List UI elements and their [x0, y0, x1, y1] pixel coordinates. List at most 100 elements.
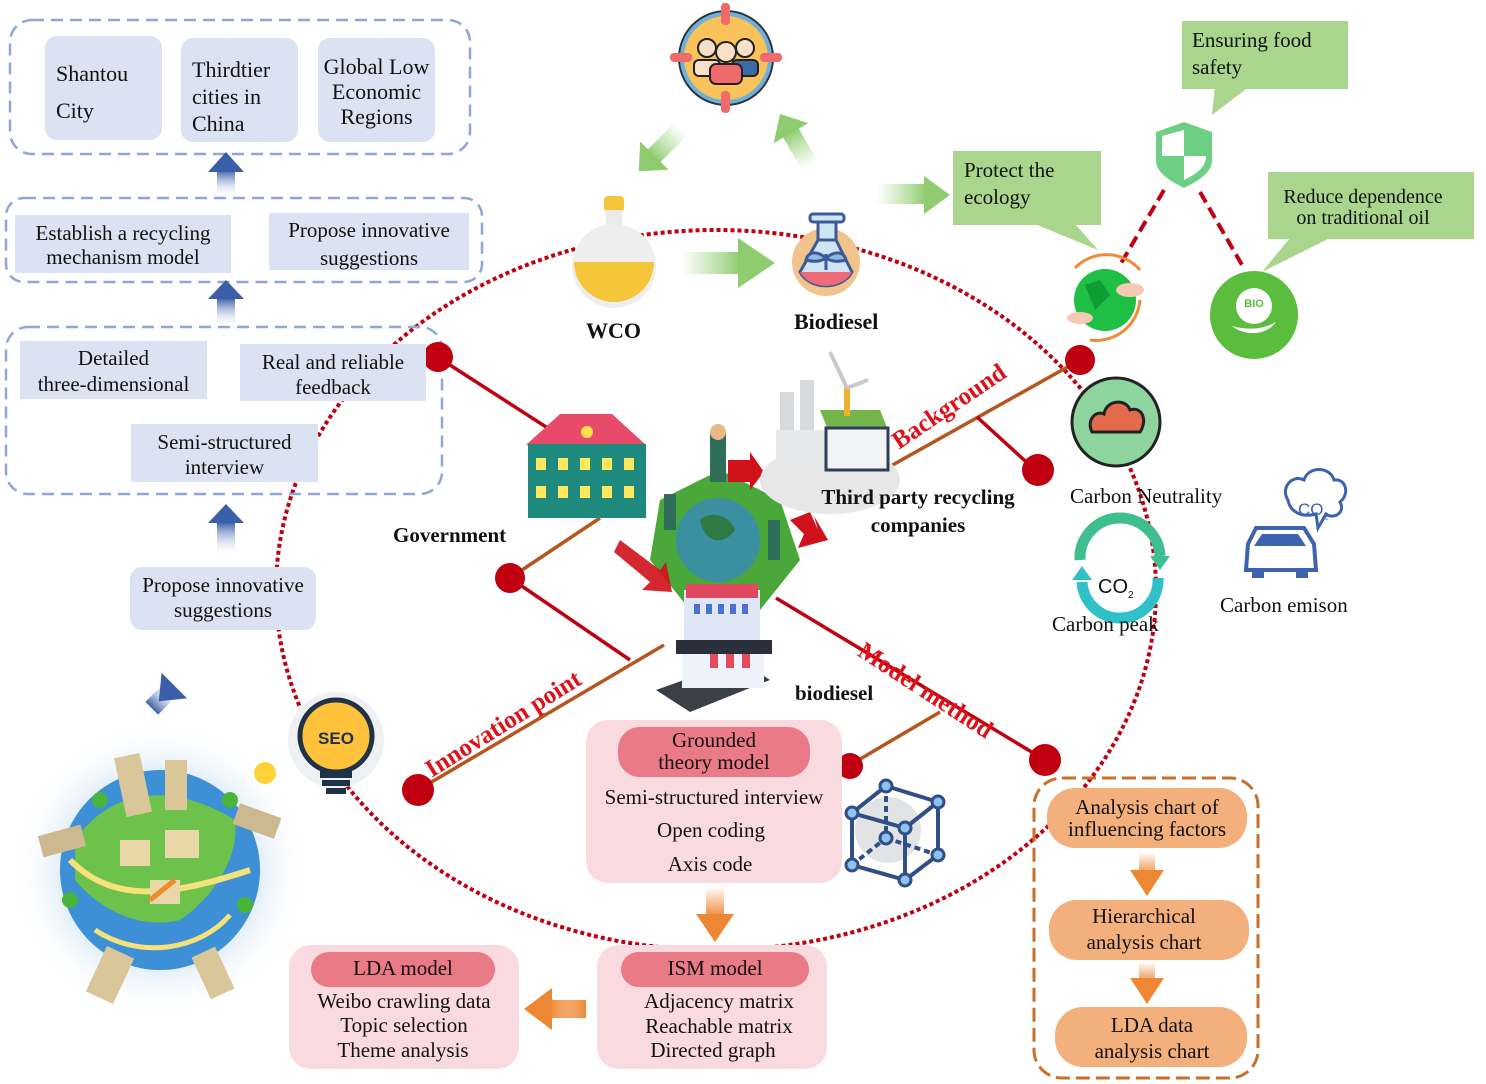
note-food-safety — [1182, 21, 1348, 89]
arrow-right-icon — [680, 238, 775, 288]
ism-item: Reachable matrix — [645, 1014, 793, 1038]
food-safety-shield-icon — [1156, 122, 1212, 188]
analysis-pill-hierarchical — [1049, 900, 1249, 960]
branch-innov-link — [509, 576, 631, 662]
analysis-label-hierarchical: Hierarchical analysis chart — [1086, 904, 1202, 954]
region-box-global-low — [318, 38, 435, 142]
interview-label-feedback: Real and reliable feedback — [261, 350, 405, 399]
note-reduce-oil — [1268, 172, 1474, 239]
carbon-neutrality-cloud-icon — [1070, 376, 1162, 468]
analysis-label-influencing: Analysis chart of influencing factors — [1067, 795, 1227, 841]
branch-background — [879, 358, 1081, 474]
biodiesel-flask-icon — [792, 212, 860, 296]
arrow-up-icon — [208, 280, 244, 328]
region-label-global-low: Global Low Economic Regions — [323, 54, 430, 129]
city-globe-illustration — [10, 720, 310, 1020]
grounded-item: Open coding — [657, 818, 765, 842]
analysis-pill-lda — [1055, 1007, 1247, 1067]
region-box-shantou — [45, 36, 162, 140]
car-emission-icon — [1243, 468, 1348, 578]
bubble-tail — [1035, 224, 1098, 250]
seo-badge-text: SEO — [318, 729, 354, 748]
arrow-down-left-icon — [638, 122, 688, 172]
arrow-down-icon — [696, 886, 734, 942]
grounded-theory-title: Grounded theory model — [658, 728, 770, 774]
branch-innovation — [417, 643, 665, 792]
branch-node — [1065, 345, 1095, 375]
region-box-thirdtier — [181, 38, 298, 142]
lda-item: Theme analysis — [337, 1038, 469, 1062]
note-food-safety-text: Ensuring food safety — [1192, 28, 1312, 79]
bio-badge-text: BIO — [1244, 298, 1264, 310]
bubble-tail — [1212, 86, 1250, 115]
interview-label-detailed: Detailed three-dimensional — [37, 346, 190, 396]
goal-label-recycling-model: Establish a recycling mechanism model — [35, 221, 211, 269]
note-reduce-oil-text: Reduce dependence on traditional oil — [1283, 186, 1443, 229]
interview-box-feedback — [240, 344, 426, 401]
goal-label-suggestions: Propose innovative suggestions — [288, 218, 450, 270]
goals-group-frame — [4, 196, 484, 284]
branch-node — [402, 774, 434, 806]
factory-icon — [760, 351, 900, 514]
lda-title-pill — [311, 952, 495, 987]
ism-title: ISM model — [667, 956, 763, 980]
branch-model-method — [775, 596, 1046, 762]
government-building-icon — [526, 414, 646, 518]
biodiesel-shop-label: biodiesel — [795, 681, 874, 705]
region-label-thirdtier: Thirdtier cities in China — [192, 57, 271, 136]
branch-gov-lower — [509, 516, 601, 580]
interview-label-semistructured: Semi-structured interview — [157, 430, 292, 479]
connector-line — [1198, 191, 1244, 266]
wco-oil-flask-icon — [572, 196, 656, 308]
wco-label: WCO — [586, 318, 641, 343]
ism-title-pill — [621, 952, 809, 987]
co-text: CO — [1098, 576, 1128, 598]
analysis-label-lda: LDA data analysis chart — [1094, 1013, 1210, 1063]
connector-line — [1118, 188, 1166, 267]
note-ecology — [953, 151, 1101, 225]
grounded-item: Semi-structured interview — [604, 785, 824, 809]
third-party-label: Third party recycling companies — [821, 485, 1015, 537]
analysis-pill-influencing — [1047, 788, 1247, 848]
co-text: CO — [1298, 499, 1324, 519]
analysis-charts-frame — [1032, 776, 1260, 1080]
biodiesel-label: Biodiesel — [794, 309, 879, 334]
arrow-down-left-icon — [145, 672, 188, 715]
arrow-left-icon — [524, 988, 586, 1030]
co-subscript: 2 — [1323, 510, 1329, 521]
ism-item: Directed graph — [650, 1038, 776, 1062]
ism-item: Adjacency matrix — [644, 989, 794, 1013]
network-cube-icon — [844, 778, 946, 888]
goal-box-suggestions — [269, 213, 469, 270]
grounded-theory-title-pill — [618, 727, 810, 777]
lda-item: Weibo crawling data — [317, 989, 491, 1013]
carbon-peak-icon-text: CO2 — [1098, 553, 1134, 602]
carbon-emission-label: Carbon emison — [1220, 593, 1348, 617]
carbon-peak-label: Carbon peak — [1052, 612, 1159, 636]
interview-box-detailed — [20, 341, 207, 399]
interview-box-semistructured — [131, 424, 318, 482]
arrow-up-icon — [208, 152, 244, 198]
bio-badge-icon — [1210, 271, 1298, 359]
arrow-right-icon — [876, 176, 950, 214]
government-label: Government — [393, 523, 507, 547]
stakeholders-target-icon — [670, 3, 782, 113]
branch-grounded-link — [849, 710, 941, 767]
arrow-down-icon — [1130, 962, 1164, 1004]
seo-bulb-icon — [288, 692, 384, 794]
branch-node — [1022, 454, 1054, 486]
lda-item: Topic selection — [340, 1013, 468, 1037]
bubble-tail — [1262, 238, 1330, 272]
grounded-item: Axis code — [667, 852, 753, 876]
note-ecology-text: Protect the ecology — [964, 158, 1055, 209]
restaurant-building-icon — [656, 584, 772, 712]
branch-node — [837, 753, 863, 779]
arrow-down-icon — [1130, 852, 1164, 896]
green-earth-icon — [1067, 253, 1144, 342]
region-label-shantou: Shantou City — [56, 61, 129, 123]
co-subscript: 2 — [1128, 590, 1134, 601]
car-emission-icon-text: CO2 — [1298, 480, 1329, 521]
lda-title: LDA model — [353, 956, 453, 980]
regions-group-frame — [8, 18, 472, 156]
